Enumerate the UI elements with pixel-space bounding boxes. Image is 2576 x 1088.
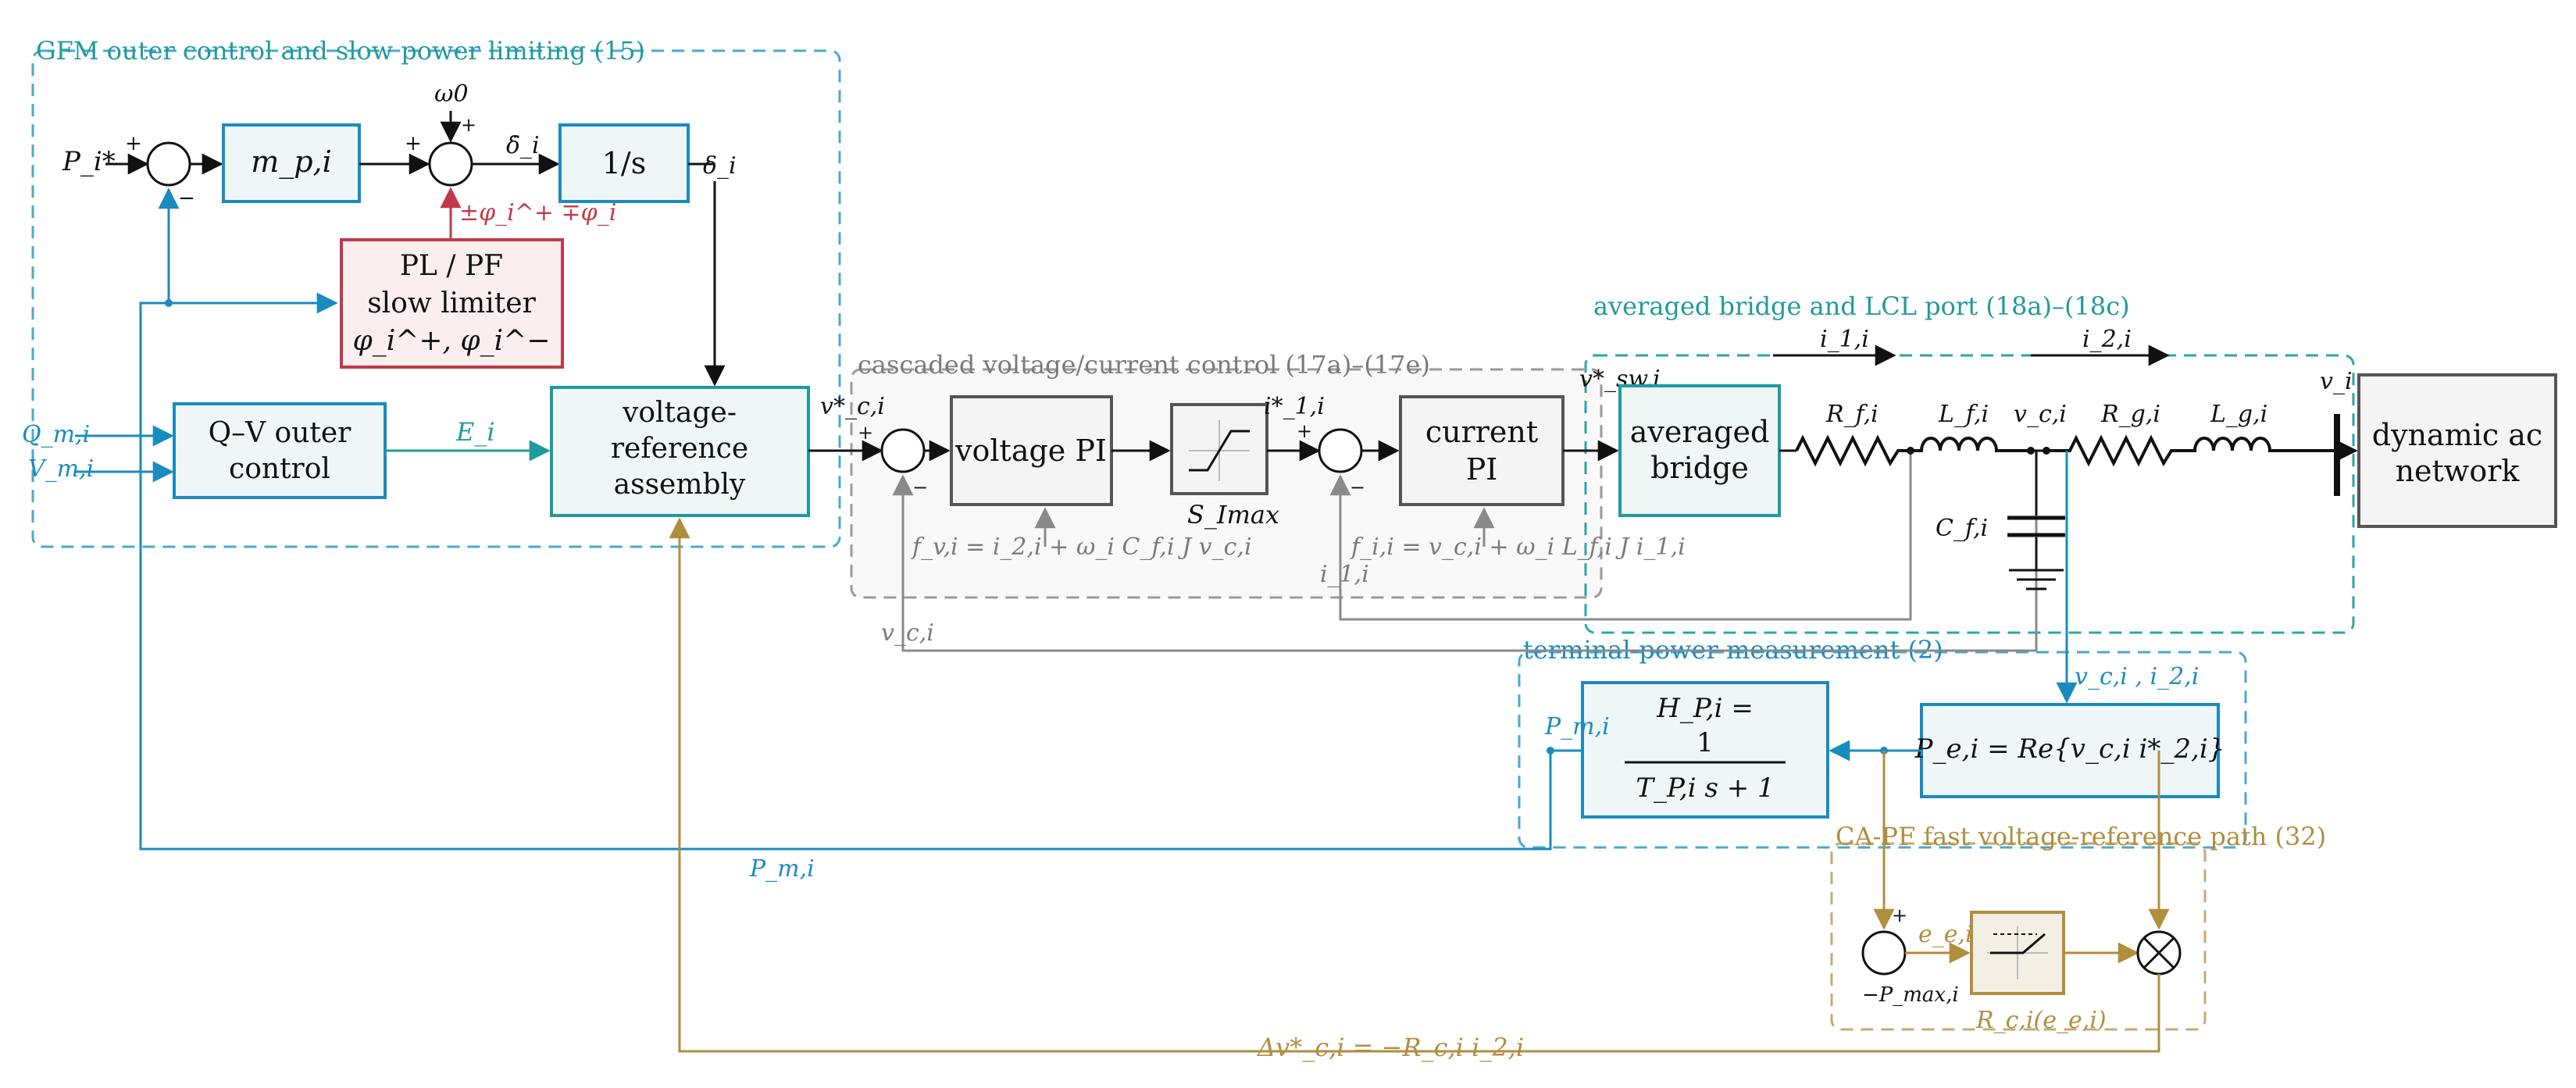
integrator-label: 1/s: [602, 146, 646, 180]
current-pi-line2: PI: [1466, 452, 1498, 487]
saturation-icon: [1189, 420, 1250, 481]
voltage-pi-label: voltage PI: [954, 433, 1107, 468]
freq-sum-junction: [428, 141, 473, 187]
ee-label: e_e,i: [1918, 921, 1973, 948]
filter-line3: T_P,i s + 1: [1636, 772, 1774, 804]
deadzone-icon: [1987, 926, 2048, 979]
phi-label: ±φ_i^+ ∓φ_i: [459, 199, 616, 227]
vi-label: v_i: [2320, 368, 2353, 395]
i1-flow-label: i_1,i: [1820, 326, 1869, 353]
svg-text:+: +: [858, 422, 873, 444]
region-bridge-lcl: [1584, 354, 2355, 634]
svg-text:+: +: [461, 114, 476, 136]
dv-label: Δv*_c,i = −R_c,i i_2,i: [1256, 1033, 1524, 1062]
bridge-line1: averaged: [1630, 415, 1770, 449]
slow-limiter-line3: φ_i^+, φ_i^−: [353, 325, 551, 357]
vref-line2: reference: [611, 433, 748, 465]
capf-sum-junction: [1861, 930, 1907, 976]
p-ref-label: P_i*: [62, 146, 116, 177]
vc-ref-label: v*_c,i: [820, 393, 885, 420]
slow-limiter-line1: PL / PF: [400, 250, 503, 282]
averaged-bridge-block: [1618, 384, 1781, 517]
rg-resistor: [2046, 434, 2187, 467]
vc-fb-label: v_c,i: [881, 619, 934, 647]
omega0-label: ω0: [434, 80, 469, 108]
v-meas-label: V_m,i: [28, 455, 94, 483]
vc-feedback-wire: [892, 453, 2038, 652]
droop-gain-label: m_p,i: [251, 144, 332, 180]
vc-i2-label: v_c,i , i_2,i: [2075, 663, 2199, 690]
svg-text:−: −: [178, 187, 195, 210]
lg-label: L_g,i: [2210, 401, 2267, 428]
svg-text:+: +: [1297, 420, 1312, 442]
rf-label: R_f,i: [1825, 401, 1878, 428]
saturation-label: S_Imax: [1187, 500, 1279, 530]
pe-label: P_e,i = Re{v_c,i i*_2,i}: [1914, 733, 2225, 765]
pm-label-1: P_m,i: [1544, 713, 1610, 740]
cf-label: C_f,i: [1936, 515, 1988, 542]
rf-resistor: [1795, 434, 1911, 467]
i2-flow-label: i_2,i: [2082, 326, 2132, 353]
svg-text:+: +: [1892, 904, 1907, 926]
i1-fb-label: i_1,i: [1320, 561, 1369, 588]
qv-line2: control: [229, 453, 330, 485]
power-sum-junction: [146, 141, 191, 187]
pm-label-2: P_m,i: [749, 855, 815, 883]
svg-text:+: +: [125, 132, 142, 155]
voltage-pi-block: [950, 395, 1113, 506]
ff-v-label: f_v,i = i_2,i + ω_i C_f,i J v_c,i: [911, 533, 1252, 561]
qv-control-block: [173, 402, 387, 499]
svg-text:−: −: [1350, 476, 1365, 498]
ac-network-block: [2357, 373, 2557, 528]
dv-feedback-wire: [669, 517, 2160, 1053]
lf-inductor: [1911, 437, 2031, 452]
grid-line1: dynamic ac: [2372, 418, 2542, 452]
bridge-line2: bridge: [1650, 451, 1749, 485]
slow-limiter-line2: slow limiter: [367, 287, 536, 319]
voltage-error-junction: [880, 428, 926, 473]
region-terminal-power: [1518, 651, 2247, 849]
svg-text:−: −: [912, 476, 928, 498]
grid-line2: network: [2396, 454, 2521, 488]
qv-line1: Q–V outer: [209, 417, 352, 449]
current-pi-block: [1399, 395, 1565, 506]
i1-feedback-wire: [1329, 453, 1912, 621]
current-error-junction: [1318, 428, 1363, 473]
region-gfm-outer: [31, 49, 841, 548]
filter-line1: H_P,i =: [1656, 693, 1754, 724]
vref-line3: assembly: [614, 469, 746, 501]
region-capf: [1830, 842, 2207, 1031]
svg-text:+: +: [405, 132, 422, 155]
delta-dot-label: δ̇_i: [506, 132, 540, 159]
region-capf-title: CA-PF fast voltage-reference path (32): [1836, 822, 2326, 851]
delta-label: δ_i: [703, 152, 737, 180]
lg-inductor: [2187, 437, 2337, 452]
lowpass-filter-block: [1581, 681, 1829, 819]
region-cascaded-title: cascaded voltage/current control (17a)–(…: [858, 350, 1430, 380]
ff-i-label: f_i,i = v_c,i + ω_i L_f,i J i_1,i: [1350, 533, 1686, 561]
voltage-reference-block: [550, 386, 810, 517]
filter-line2: 1: [1697, 727, 1714, 758]
rc-label: R_c,i(e_e,i): [1975, 1007, 2107, 1034]
ei-label: E_i: [455, 417, 495, 447]
region-gfm-outer-title: GFM outer control and slow power limitin…: [36, 36, 645, 66]
current-pi-line1: current: [1425, 415, 1538, 449]
vc-node-label: v_c,i: [2014, 401, 2067, 428]
pe-block: [1920, 703, 2220, 798]
region-bridge-lcl-title: averaged bridge and LCL port (18a)–(18c): [1593, 291, 2130, 321]
droop-gain-block: [222, 123, 361, 203]
rg-label: R_g,i: [2100, 401, 2160, 428]
i1-ref-label: i*_1,i: [1264, 393, 1325, 420]
slow-limiter-block: [340, 238, 564, 369]
lf-label: L_f,i: [1938, 401, 1989, 428]
pmax-label: −P_max,i: [1862, 983, 1959, 1007]
pm-feedback-wire: [139, 187, 1552, 851]
vref-line1: voltage-: [622, 397, 737, 429]
